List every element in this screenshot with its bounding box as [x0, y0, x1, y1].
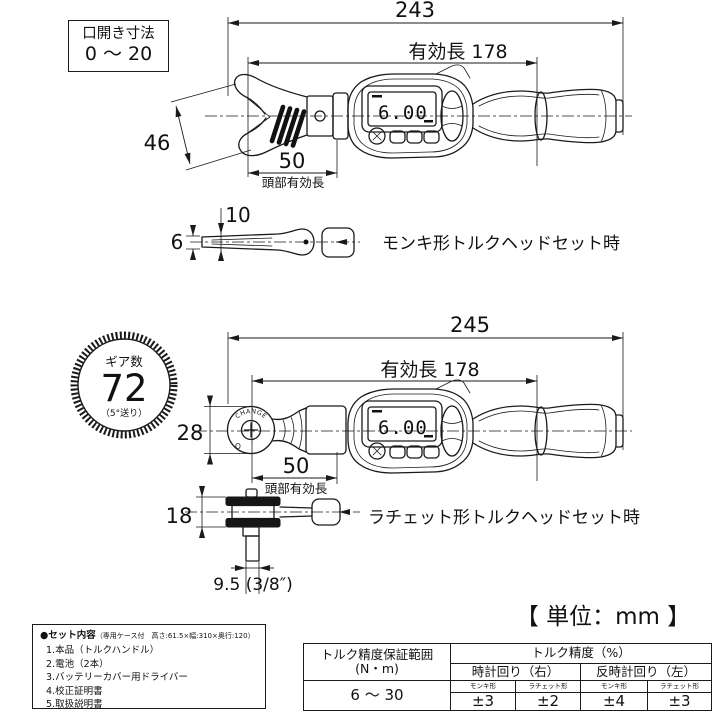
- dim-head-28: 28: [177, 395, 251, 465]
- worm-screw: [269, 104, 307, 148]
- head-effective-label: 頭部有効長: [262, 175, 325, 190]
- gear-count-label: ギア数: [105, 354, 143, 369]
- jaw-opening-range: 0 ～ 20: [84, 43, 153, 66]
- dim-6-label: 6: [171, 230, 184, 254]
- dim-28-label: 28: [177, 421, 204, 445]
- jaw-opening-label: 口開き寸法: [82, 26, 155, 43]
- dim-9-5: 9.5 (3/8″): [213, 562, 293, 595]
- set-item: 3.バッテリーカバー用ドライバー: [46, 672, 188, 684]
- set-contents-header: ●セット内容（専用ケース付 高さ:61.5×幅:310×奥行:120）: [40, 629, 258, 643]
- range-header-cell: トルク精度保証範囲 (N・m): [303, 643, 451, 681]
- sub-header-cell: モンキ形: [580, 680, 648, 693]
- set-contents-box: ●セット内容（専用ケース付 高さ:61.5×幅:310×奥行:120） 1.本品…: [32, 624, 266, 711]
- dim-10-label: 10: [225, 203, 250, 227]
- dim-jaw-46: 46: [144, 83, 252, 171]
- ratchet-head: CHANGE O: [226, 405, 347, 455]
- dim-head-50-b: 50 頭部有効長: [252, 452, 338, 496]
- set-item: 1.本品（トルクハンドル）: [46, 645, 160, 657]
- torque-accuracy-table: トルク精度保証範囲 (N・m) トルク精度（%） 時計回り（右） 反時計回り（左…: [303, 643, 713, 712]
- set-case-note: （専用ケース付 高さ:61.5×幅:310×奥行:120）: [95, 632, 255, 640]
- bullet-icon: ●: [40, 630, 49, 641]
- dim-50-label: 50: [279, 149, 306, 173]
- dim-10: 10: [218, 203, 251, 261]
- unit-note: 【 単位：mm 】: [516, 604, 690, 630]
- gear-count-value: 72: [100, 367, 147, 410]
- accuracy-value-cell: ±3: [450, 691, 516, 712]
- dim-overall-245: 245: [227, 313, 624, 450]
- monkey-caption: モンキ形トルクヘッドセット時: [382, 234, 620, 254]
- ratchet-side-profile: [225, 488, 350, 562]
- dim-effective-178: 有効長 178: [247, 41, 538, 177]
- dim-6: 6: [171, 225, 200, 260]
- side-profile: [201, 227, 355, 258]
- accuracy-value-cell: ±2: [515, 691, 581, 712]
- dim-18: 18: [166, 486, 226, 538]
- dim-effective-178-b: 有効長 178: [251, 359, 538, 483]
- accuracy-value-cell: ±3: [646, 691, 713, 712]
- dim-178-label: 有効長 178: [408, 41, 507, 63]
- set-item: 2.電池（2本）: [46, 658, 109, 670]
- wrench-handle-assembly-bottom: [347, 379, 624, 474]
- dim-178b-label: 有効長 178: [380, 359, 479, 381]
- set-item: 4.校正証明書: [46, 685, 103, 697]
- dim-243-label: 243: [395, 0, 435, 22]
- head-effective-label-b: 頭部有効長: [265, 481, 328, 496]
- o-label: O: [235, 442, 241, 451]
- dim-50b-label: 50: [283, 454, 310, 478]
- sub-header-cell: モンキ形: [450, 680, 516, 693]
- accuracy-value-cell: ±4: [580, 691, 648, 712]
- range-unit: (N・m): [355, 661, 399, 676]
- dim-drive-label: 9.5 (3/8″): [213, 575, 292, 595]
- dim-46-label: 46: [144, 131, 171, 155]
- accuracy-header-cell: トルク精度（%）: [449, 643, 713, 664]
- wrench-handle-assembly-top: [347, 64, 624, 159]
- range-value-cell: 6 ～ 30: [303, 679, 451, 712]
- sub-header-cell: ラチェット形: [646, 680, 713, 693]
- dim-overall-243: 243: [227, 0, 624, 135]
- monkey-wrench-diagram: 243 有効長 178 46 50 頭部有効長: [144, 0, 632, 190]
- ratchet-caption: ラチェット形トルクヘッドセット時: [368, 508, 640, 528]
- ratchet-wrench-diagram: CHANGE O 245 有効長 178 28 50: [177, 313, 632, 496]
- sub-header-cell: ラチェット形: [515, 680, 581, 693]
- set-title: セット内容: [48, 630, 96, 641]
- monkey-side-view: 10 6 モンキ形トルクヘッドセット時: [171, 203, 620, 261]
- range-header: トルク精度保証範囲: [320, 646, 434, 662]
- gear-pitch: （5°送り）: [101, 407, 147, 419]
- dim-head-50: 50 頭部有効長: [248, 140, 338, 190]
- cw-header-cell: 時計回り（右）: [450, 663, 581, 681]
- adjustable-jaw-head: [233, 73, 349, 157]
- jaw-opening-box: 口開き寸法 0 ～ 20: [68, 20, 169, 72]
- set-items: 1.本品（トルクハンドル） 2.電池（2本） 3.バッテリーカバー用ドライバー …: [40, 644, 258, 711]
- set-item: 5.取扱説明書: [46, 699, 103, 711]
- dim-18-label: 18: [166, 504, 193, 528]
- gear-badge: ギア数 72 （5°送り）: [70, 331, 178, 439]
- ccw-header-cell: 反時計回り（左）: [579, 663, 713, 681]
- ratchet-side-view: 18 9.5 (3/8″) ラチェット形トルクヘッドセット時: [166, 486, 640, 595]
- dim-245-label: 245: [450, 313, 490, 337]
